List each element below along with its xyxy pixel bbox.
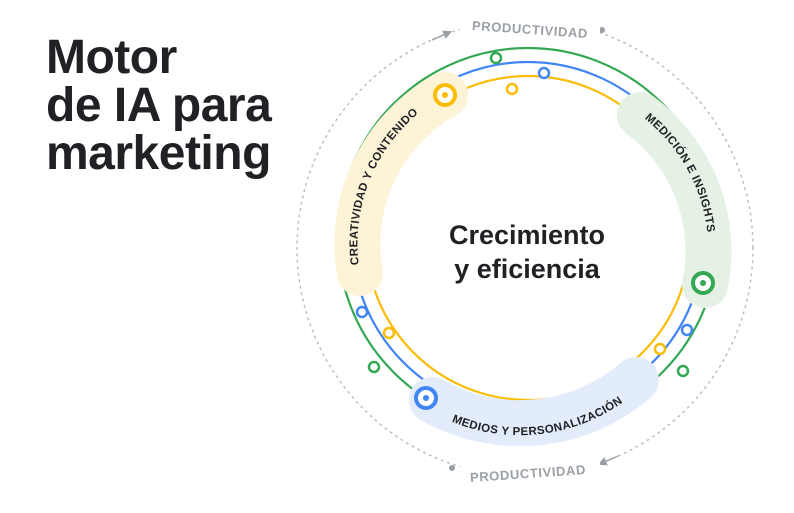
title-line-1: Motor [46, 31, 177, 84]
blue-node-right [680, 323, 694, 337]
ring-nodes [355, 51, 694, 378]
page-title: Motor de IA para marketing [46, 31, 272, 180]
ring-dot-top [599, 27, 605, 33]
ring-arrow-bottom [597, 455, 619, 466]
segment-band-medicion [617, 92, 732, 308]
center-line-1: Crecimiento [449, 220, 605, 250]
green-node-right [676, 364, 690, 378]
segment-band-medios [409, 357, 659, 447]
title-line-2: de IA para [46, 79, 272, 132]
segment-node-medicion [691, 271, 715, 295]
green-node-top [489, 51, 503, 65]
ring-arrow-top [431, 30, 453, 41]
center-line-2: y eficiencia [454, 254, 601, 284]
segment-node-creatividad [433, 83, 457, 107]
yellow-node-left [382, 326, 396, 340]
segment-node-medios [414, 386, 438, 410]
blue-node-left [355, 305, 369, 319]
yellow-node-top [505, 82, 519, 96]
title-line-3: marketing [46, 127, 271, 180]
blue-node-top [537, 66, 551, 80]
ring-dot-bottom [449, 465, 455, 471]
segment-band-creatividad [334, 72, 468, 296]
green-node-left [367, 360, 381, 374]
yellow-node-right [653, 342, 667, 356]
